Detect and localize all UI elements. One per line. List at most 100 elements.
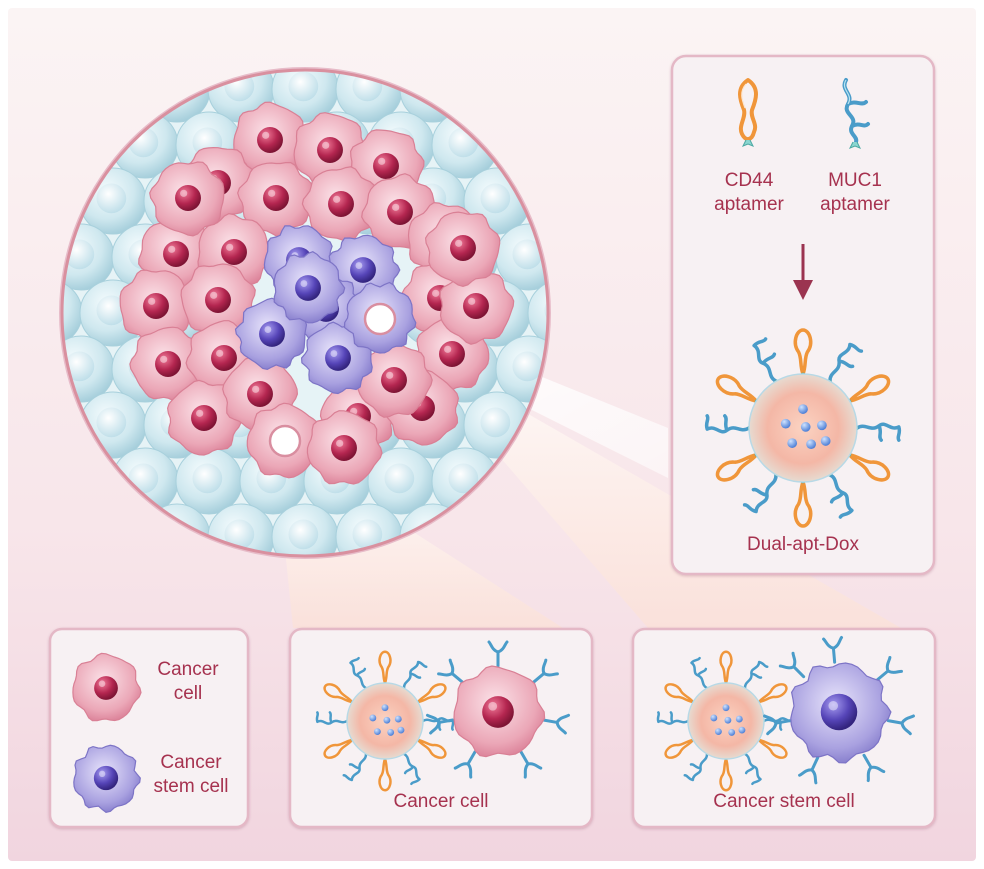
dual-apt-panel: CD44 aptamer MUC1 aptamer Dual-apt-Dox — [670, 54, 936, 576]
receptor-icon — [519, 750, 543, 779]
cd44-aptamer-label-line1: CD44 — [725, 170, 774, 191]
normal-cell — [143, 70, 211, 123]
cancer-cell — [119, 269, 195, 345]
normal-cell — [62, 279, 83, 347]
figure-svg: CD44 aptamer MUC1 aptamer Dual-apt-Dox C… — [48, 54, 937, 829]
dox-molecule — [710, 714, 718, 722]
cancer-cell — [424, 211, 501, 288]
dox-molecule — [387, 728, 395, 736]
cancer-cell — [233, 101, 309, 177]
nanoparticle-icon — [315, 650, 455, 792]
dox-molecule — [738, 726, 746, 734]
dox-molecule — [397, 726, 405, 734]
receptor-icon — [798, 755, 820, 785]
cancer-cell — [439, 269, 515, 345]
dox-molecule — [798, 404, 808, 414]
dox-molecule — [817, 420, 827, 431]
normal-cell — [527, 279, 548, 347]
cancer-stem-cell — [790, 662, 892, 764]
receptor-icon — [862, 753, 886, 783]
dox-molecule — [820, 436, 831, 446]
cancer-cell — [301, 166, 377, 242]
legend-panel: Cancer cell Cancer stem cell — [48, 627, 250, 829]
dox-molecule — [787, 438, 798, 448]
receptor-icon — [487, 640, 509, 668]
nanoparticle-icon — [704, 328, 902, 528]
dox-molecule — [714, 728, 722, 736]
cancer-cell-icon — [426, 640, 570, 779]
normal-cell — [431, 447, 499, 515]
receptor-icon — [541, 713, 570, 735]
cancer-cell — [129, 326, 206, 402]
stem-cell-panel: Cancer stem cell — [631, 627, 937, 829]
cancer-stem-cell — [273, 251, 346, 324]
cancer-cell-panel-label: Cancer cell — [393, 791, 488, 812]
normal-cell — [62, 223, 115, 291]
dox-molecule — [381, 704, 389, 712]
muc1-aptamer-icon — [842, 78, 870, 149]
normal-cell — [495, 223, 548, 291]
cd44-aptamer-label-line2: aptamer — [714, 194, 784, 215]
receptor-icon — [886, 714, 915, 736]
normal-cell — [335, 70, 403, 123]
figure-stage: CD44 aptamer MUC1 aptamer Dual-apt-Dox C… — [8, 8, 976, 861]
receptor-icon — [822, 635, 844, 664]
down-arrow-icon — [793, 244, 813, 300]
normal-cell — [111, 447, 179, 515]
dox-molecule — [728, 728, 736, 736]
dox-molecule — [806, 439, 816, 450]
cancer-stem-cell — [73, 744, 141, 813]
normal-cell — [62, 335, 115, 403]
receptor-icon — [426, 713, 455, 735]
cancer-cell — [306, 410, 383, 485]
cancer-cell — [357, 342, 433, 418]
receptor-icon — [437, 658, 465, 684]
dox-molecule — [735, 715, 743, 723]
normal-cell — [175, 447, 243, 515]
cancer-cell — [149, 161, 225, 237]
normal-cell — [367, 447, 435, 515]
dox-molecule — [373, 728, 381, 736]
legend-cancer-label-line1: Cancer — [157, 659, 219, 680]
dox-molecule — [780, 418, 791, 429]
muc1-aptamer-label-line1: MUC1 — [828, 170, 882, 191]
receptor-icon — [875, 656, 903, 682]
dox-molecule — [722, 704, 730, 712]
receptor-icon — [763, 714, 792, 736]
receptor-icon — [778, 651, 806, 679]
muc1-aptamer-label-line2: aptamer — [820, 194, 890, 215]
zoom-beam-stem — [376, 314, 901, 628]
legend-stem-label-line2: stem cell — [154, 776, 229, 797]
dox-molecule — [800, 422, 811, 432]
cd44-aptamer-icon — [738, 78, 758, 147]
cancer-cell — [237, 162, 313, 237]
legend-stem-label-line1: Cancer — [160, 752, 222, 773]
receptor-icon — [453, 750, 477, 779]
cancer-stem-cell-icon — [73, 744, 141, 813]
normal-cell — [399, 70, 467, 123]
cancer-cell — [72, 652, 142, 722]
cancer-cell — [166, 379, 242, 456]
legend-cancer-label-line2: cell — [174, 683, 203, 704]
normal-cell — [207, 503, 275, 556]
cancer-stem-cell-icon — [763, 635, 915, 785]
dox-molecule — [394, 715, 402, 723]
zoom-point-cancer — [268, 424, 302, 458]
dox-molecule — [724, 716, 732, 724]
normal-cell — [143, 503, 211, 556]
normal-cell — [271, 70, 339, 123]
normal-cell — [431, 111, 499, 179]
tumor-circle — [59, 67, 551, 559]
zoom-point-stem — [363, 302, 397, 336]
dox-molecule — [369, 714, 377, 722]
receptor-icon — [531, 658, 559, 684]
cancer-cell-panel: Cancer cell — [288, 627, 594, 829]
nanoparticle-icon — [656, 650, 796, 792]
zoom-beam-cancer — [274, 442, 563, 628]
dual-apt-dox-label: Dual-apt-Dox — [747, 534, 859, 555]
cancer-cell-icon — [72, 652, 142, 722]
normal-cell — [271, 503, 339, 556]
cancer-cell — [453, 665, 546, 758]
dox-molecule — [383, 716, 391, 724]
stem-cell-panel-label: Cancer stem cell — [713, 791, 855, 812]
